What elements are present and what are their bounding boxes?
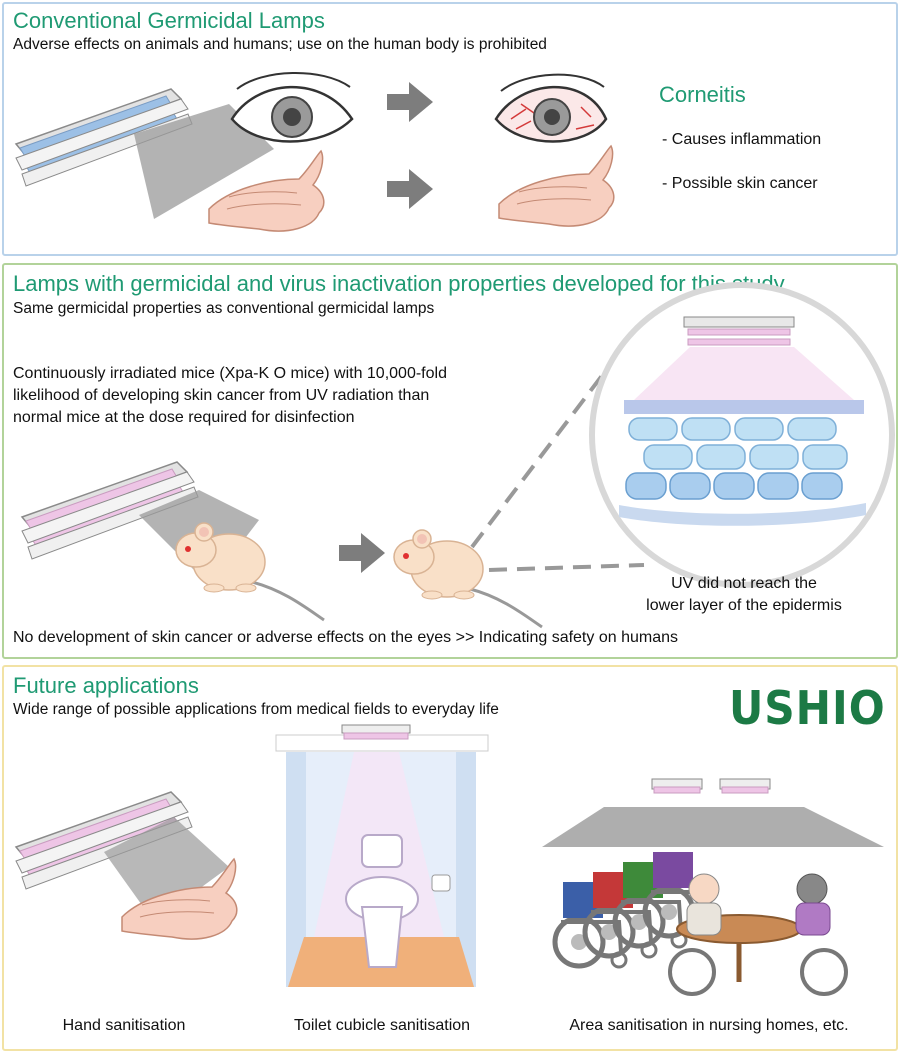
- developed-lamp-illustration: [21, 282, 895, 629]
- conventional-lamps-panel: Conventional Germicidal Lamps Adverse ef…: [2, 2, 898, 256]
- arrow-icon: [339, 533, 385, 573]
- callout-line: UV did not reach the: [671, 575, 817, 592]
- panel-title: Future applications: [13, 673, 199, 698]
- person-icon: [795, 873, 848, 996]
- uv-beam: [134, 104, 274, 219]
- application-caption: Area sanitisation in nursing homes, etc.: [569, 1017, 849, 1034]
- wheelchair-icon: [645, 852, 716, 937]
- ushio-logo: USHIO: [729, 681, 886, 735]
- application-caption: Hand sanitisation: [62, 1017, 186, 1034]
- description-line: Continuously irradiated mice (Xpa-K O mi…: [13, 365, 447, 382]
- application-caption: Toilet cubicle sanitisation: [293, 1017, 471, 1034]
- description-line: likelihood of developing skin cancer fro…: [13, 387, 430, 404]
- effect-item: - Possible skin cancer: [662, 175, 818, 192]
- area-sanitisation: [542, 778, 884, 996]
- future-applications-panel: Future applications Wide range of possib…: [2, 665, 898, 1051]
- toilet-icon: [345, 834, 419, 968]
- applications-illustration: [15, 724, 884, 996]
- inflamed-eye-icon: [494, 73, 608, 143]
- affected-hand-icon: [498, 145, 615, 227]
- person-icon: [668, 873, 722, 996]
- description-line: normal mice at the dose required for dis…: [13, 409, 355, 426]
- conventional-lamp-illustration: [15, 72, 615, 232]
- arrow-icon: [387, 82, 433, 122]
- panel-subtitle: Adverse effects on animals and humans; u…: [13, 36, 547, 53]
- developed-lamps-panel: Lamps with germicidal and virus inactiva…: [2, 263, 898, 659]
- panel-subtitle: Wide range of possible applications from…: [13, 701, 499, 718]
- conclusion-text: No development of skin cancer or adverse…: [13, 629, 678, 646]
- skin-cross-section-icon: [589, 282, 895, 588]
- panel-title: Lamps with germicidal and virus inactiva…: [13, 271, 785, 296]
- panel-title: Conventional Germicidal Lamps: [13, 8, 325, 33]
- mouse-icon: [392, 528, 544, 629]
- toilet-cubicle: [275, 724, 489, 987]
- eye-icon: [230, 72, 354, 143]
- uv-beam: [104, 817, 229, 922]
- arrow-icon: [387, 169, 433, 209]
- callout-line: lower layer of the epidermis: [646, 597, 842, 614]
- effect-heading: Corneitis: [659, 82, 746, 107]
- panel-subtitle: Same germicidal properties as convention…: [13, 300, 435, 317]
- effect-item: - Causes inflammation: [662, 131, 822, 148]
- mouse-icon: [174, 521, 326, 622]
